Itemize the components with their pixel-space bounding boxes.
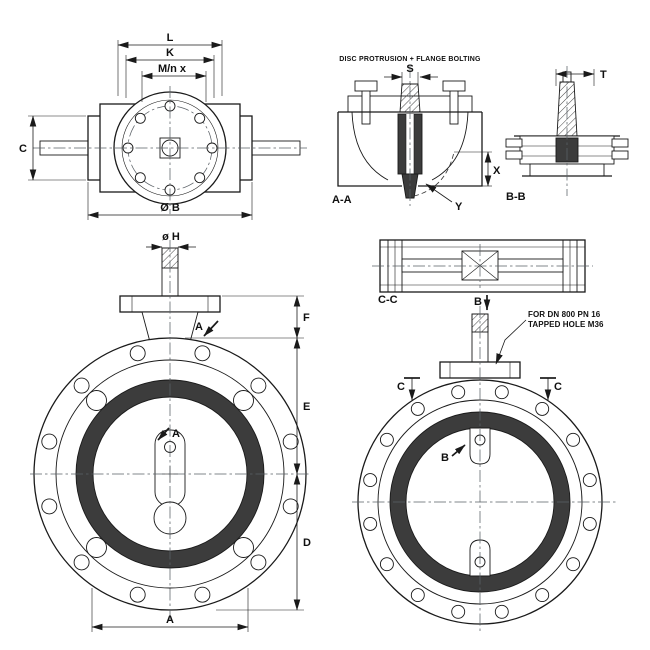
section-arrow-A-upper-label: A bbox=[195, 321, 203, 333]
dimension-D: D bbox=[216, 473, 311, 611]
section-arrow-C-left-label: C bbox=[397, 381, 405, 393]
section-arrow-C-right-label: C bbox=[554, 381, 562, 393]
section-BB-label: B-B bbox=[506, 191, 526, 203]
dimension-T-label: T bbox=[600, 69, 607, 81]
dimension-F-label: F bbox=[303, 312, 310, 324]
section-AA-label: A-A bbox=[332, 194, 352, 206]
bolt-stud-right bbox=[449, 89, 459, 125]
dimension-C-side-label: C bbox=[19, 143, 27, 155]
section-arrow-A-center-label: A bbox=[172, 428, 180, 440]
bolt-nut-right bbox=[442, 80, 466, 92]
dimension-Y-label: Y bbox=[455, 201, 463, 213]
note-dn800: FOR DN 800 PN 16 TAPPED HOLE M36 bbox=[495, 310, 604, 365]
dimension-D-label: D bbox=[303, 537, 311, 549]
dimension-OB-label: Ø B bbox=[160, 202, 180, 214]
view-flanged: B B C C FOR DN 800 PN 16 TAPPED HOLE M36 bbox=[352, 295, 618, 634]
dimension-OH-label: ø H bbox=[162, 231, 180, 243]
section-arrow-B-center: B bbox=[441, 444, 466, 464]
bolt-right-lower bbox=[611, 150, 629, 160]
view-section-bb: T B-B bbox=[505, 66, 629, 203]
section-arrow-C-left: C bbox=[397, 377, 420, 401]
section-arrow-A-center: A bbox=[157, 427, 180, 441]
dimension-A-label: A bbox=[166, 614, 174, 626]
dimension-C-side: C bbox=[19, 115, 86, 181]
section-arrow-C-right: C bbox=[540, 377, 562, 401]
dimension-OH: ø H bbox=[146, 231, 196, 251]
dimension-X: X bbox=[454, 151, 501, 187]
disc-swing-arc bbox=[413, 151, 455, 197]
dimension-S-label: S bbox=[406, 63, 413, 75]
bolt-left-upper bbox=[505, 138, 523, 148]
dimension-K-label: K bbox=[166, 47, 174, 59]
bolt-right-upper bbox=[611, 138, 629, 148]
dimension-Y: Y bbox=[425, 183, 463, 213]
note-dn800-line1: FOR DN 800 PN 16 bbox=[528, 310, 601, 319]
view-section-aa: DISC PROTRUSION + FLANGE BOLTING S bbox=[332, 56, 501, 213]
section-arrow-B-top-label: B bbox=[474, 296, 482, 308]
flanged-bolt-holes bbox=[363, 385, 597, 619]
bolt-left-lower bbox=[505, 150, 523, 160]
dimension-T: T bbox=[555, 69, 607, 86]
section-arrow-A-upper: A bbox=[195, 320, 219, 337]
dimension-X-label: X bbox=[493, 165, 501, 177]
dimension-OB: Ø B bbox=[87, 182, 253, 220]
view-side: L K M/n x C Ø B bbox=[19, 32, 307, 220]
note-dn800-line2: TAPPED HOLE M36 bbox=[528, 320, 604, 329]
dimension-Mn-label: M/n x bbox=[158, 63, 187, 75]
dimension-L: L bbox=[117, 32, 223, 96]
dimension-A: A bbox=[91, 588, 249, 632]
dimension-S: S bbox=[384, 63, 438, 86]
bolt-stud-left bbox=[361, 89, 371, 125]
body-left-wall bbox=[337, 112, 402, 187]
dimension-E-label: E bbox=[303, 401, 310, 413]
note-disc-protrusion: DISC PROTRUSION + FLANGE BOLTING bbox=[339, 56, 481, 63]
bolt-nut-left bbox=[354, 80, 378, 92]
view-front: ø H A A F E D A bbox=[30, 231, 311, 632]
dimension-K: K bbox=[125, 47, 215, 98]
view-section-cc: C-C bbox=[372, 239, 593, 306]
section-CC-label: C-C bbox=[378, 294, 398, 306]
dimension-F: F bbox=[185, 295, 310, 339]
dimension-L-label: L bbox=[167, 32, 174, 44]
dimension-E: E bbox=[293, 337, 310, 475]
section-arrow-B-top: B bbox=[474, 295, 491, 311]
section-arrow-B-center-label: B bbox=[441, 452, 449, 464]
dimension-Mn: M/n x bbox=[141, 63, 207, 102]
